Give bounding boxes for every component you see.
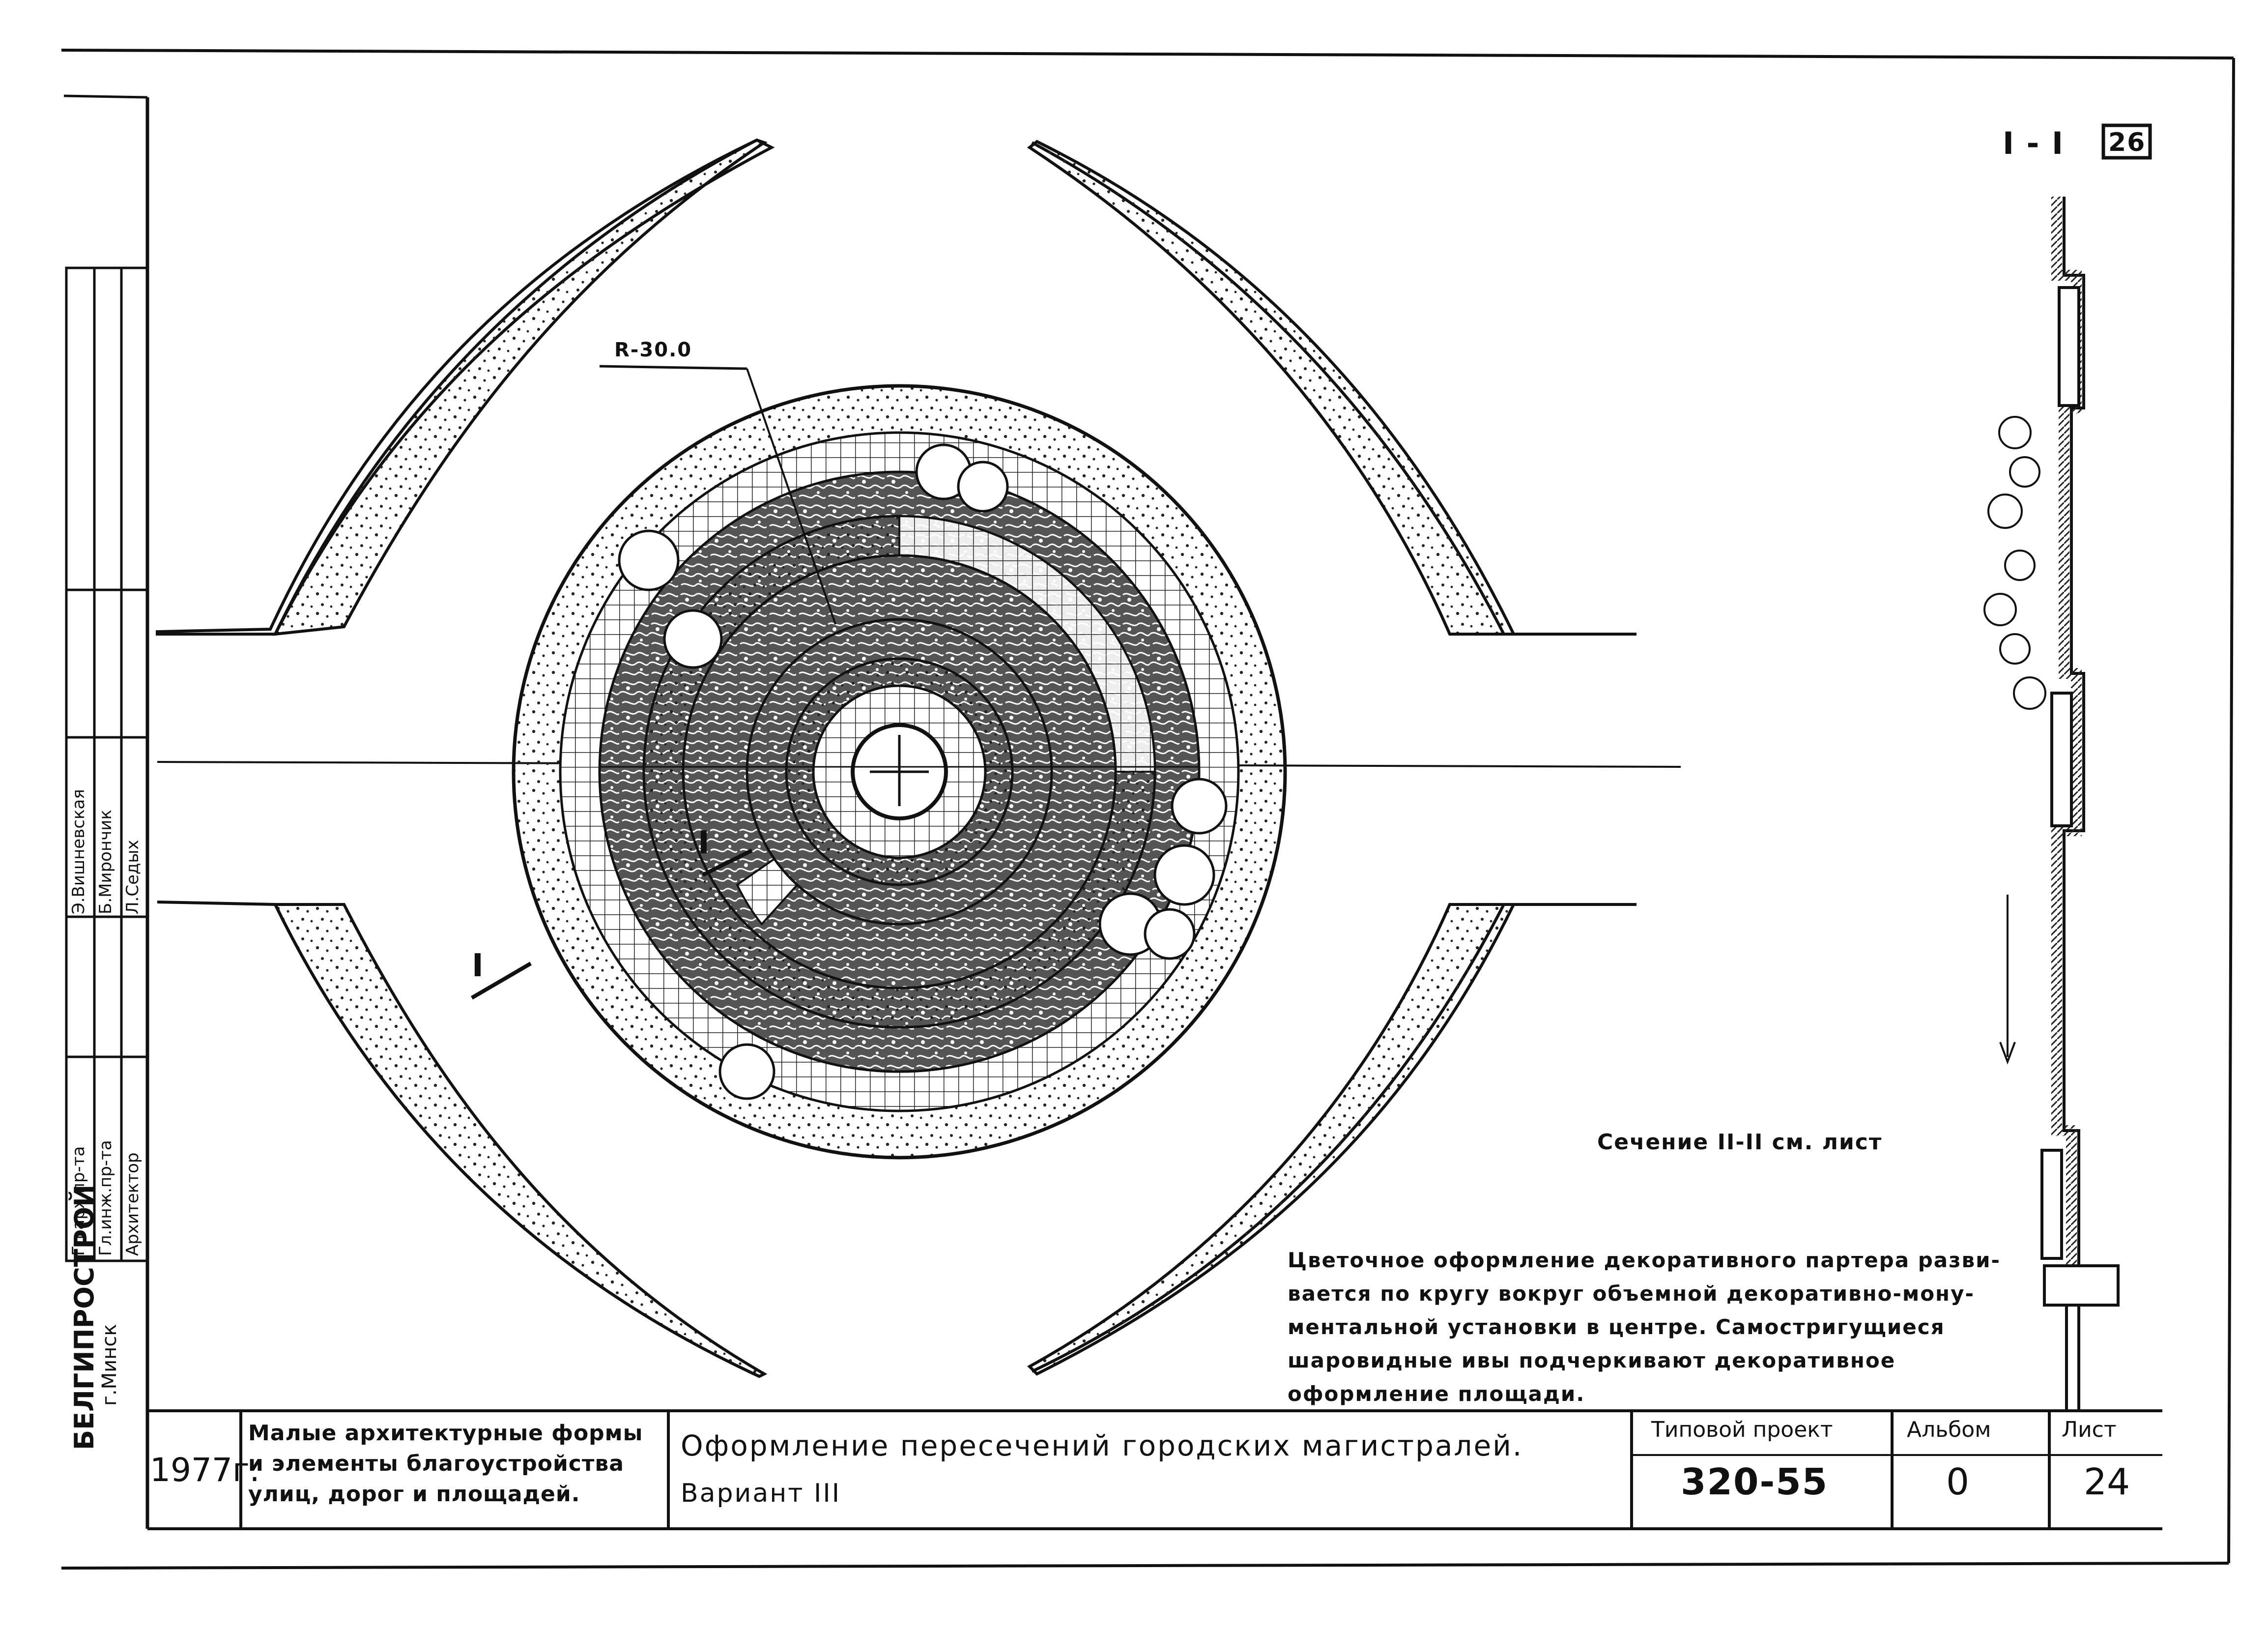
album-number: 0	[1946, 1461, 1970, 1503]
stamp-name-1: Э.Вишневская	[69, 789, 88, 914]
stamp-role-1: Гл.арх.пр-та	[69, 1146, 88, 1256]
stamp-name-2: Б.Мирончик	[96, 810, 115, 914]
description-line: шаровидные ивы подчеркивают декоративное	[1288, 1348, 1896, 1372]
series-line: улиц, дорог и площадей.	[248, 1482, 580, 1507]
description-line: оформление площади.	[1288, 1382, 1585, 1406]
description-line: Цветочное оформление декоративного парте…	[1288, 1248, 2001, 1272]
roundabout-plan	[470, 365, 1287, 1160]
description-line: вается по кругу вокруг объемной декорати…	[1288, 1282, 1975, 1306]
stamp-role-3: Архитектор	[123, 1152, 143, 1256]
project-number: 320-55	[1681, 1461, 1829, 1503]
title-block-frame	[147, 1411, 2162, 1530]
title-block-title: Оформление пересечений городских магистр…	[681, 1429, 1523, 1462]
section-title: I - I	[2003, 125, 2065, 161]
section-reference: Сечение II-II см. лист	[1597, 1130, 1883, 1155]
series-line: и элементы благоустройства	[248, 1451, 624, 1476]
section-elevation	[1983, 123, 2152, 1411]
description-line: ментальной установки в центре. Самостриг…	[1288, 1315, 1945, 1339]
title-block-year: 1977г.	[150, 1451, 260, 1489]
section-sheet-number: 26	[2108, 128, 2146, 157]
corner-planting-beds	[156, 138, 1681, 1378]
side-stamp-grid	[65, 266, 149, 1262]
description-note: Цветочное оформление декоративного парте…	[1288, 1244, 2001, 1411]
cut-label-inner: I	[698, 825, 711, 861]
sheet-label: Лист	[2062, 1417, 2117, 1442]
sheet-number: 24	[2084, 1461, 2130, 1503]
album-label: Альбом	[1907, 1417, 1991, 1442]
project-label: Типовой проект	[1651, 1417, 1833, 1442]
side-stamp-city: г.Минск	[98, 1324, 121, 1406]
series-line: Малые архитектурные формы	[248, 1421, 643, 1446]
cut-label-outer: I	[472, 948, 485, 984]
title-block-series: Малые архитектурные формы и элементы бла…	[248, 1418, 643, 1510]
stamp-name-3: Л.Седых	[123, 840, 143, 914]
radius-label: R-30.0	[614, 339, 692, 361]
title-block-variant: Вариант III	[681, 1479, 841, 1508]
stamp-role-2: Гл.инж.пр-та	[96, 1140, 115, 1256]
